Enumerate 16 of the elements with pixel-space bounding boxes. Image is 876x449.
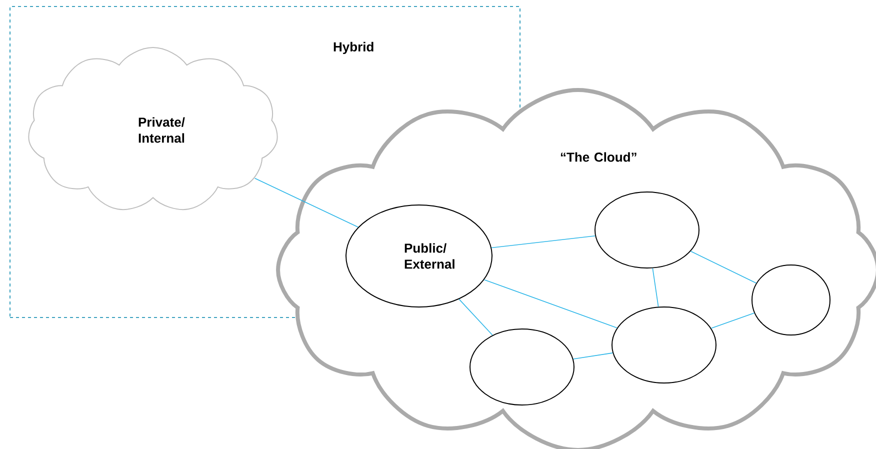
ellipse-node (612, 306, 716, 384)
connector-line (254, 178, 359, 228)
connector-line (491, 236, 596, 248)
connector-line (572, 352, 614, 360)
connector-line (484, 279, 618, 328)
node-label: “The Cloud” (560, 152, 636, 162)
ellipse-node (470, 328, 574, 406)
node-label: Hybrid (334, 42, 374, 54)
node-label: Private/ Internal (138, 117, 185, 143)
connector-line (690, 250, 757, 284)
node-label: Public/ External (404, 243, 454, 269)
ellipse-node (752, 264, 830, 336)
ellipse-node (594, 192, 700, 268)
connector-line (652, 268, 659, 308)
connector-line (710, 312, 755, 329)
connector-line (458, 298, 493, 336)
